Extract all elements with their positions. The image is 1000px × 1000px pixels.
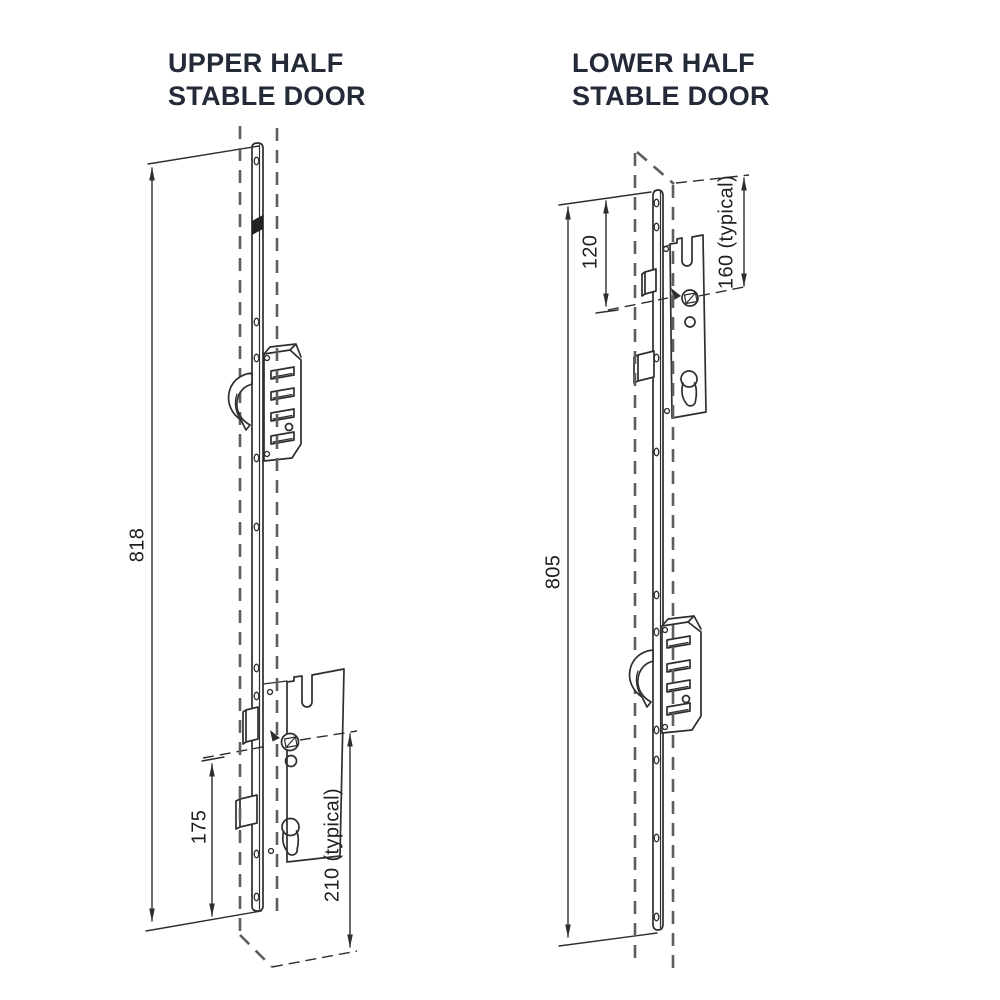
title-line-1: UPPER HALF xyxy=(168,48,344,78)
door-edge-dashed-lines xyxy=(238,126,279,968)
hook-bolt xyxy=(628,649,654,708)
latch-bolt xyxy=(242,706,259,745)
hook-gearbox xyxy=(263,343,302,462)
break-marker xyxy=(252,215,263,235)
lock-case xyxy=(633,234,707,419)
dimension-label: 210 (typical) xyxy=(321,788,343,902)
dimension-175: 175 xyxy=(188,730,358,917)
dead-bolt xyxy=(633,350,655,384)
leader-arrow xyxy=(270,730,280,742)
spindle-hub xyxy=(681,289,699,307)
gearbox-hole xyxy=(681,694,691,704)
lower-half-drawing: 805 120 160 (typical) xyxy=(542,151,750,971)
lower-half-title: LOWER HALF STABLE DOOR xyxy=(572,47,770,113)
dimension-160-typical: 160 (typical) xyxy=(675,174,750,289)
dimension-label: 160 (typical) xyxy=(715,175,737,289)
dimension-label: 805 xyxy=(542,555,564,590)
title-line-1: LOWER HALF xyxy=(572,48,755,78)
euro-cylinder-keyhole xyxy=(680,370,698,388)
dimension-label: 175 xyxy=(188,810,210,845)
euro-cylinder-keyhole xyxy=(281,817,300,837)
faceplate-strip xyxy=(652,189,664,931)
hook-gearbox xyxy=(661,615,702,734)
dimension-805: 805 xyxy=(542,191,658,947)
dimension-label: 120 xyxy=(579,235,601,270)
hook-bolt xyxy=(227,372,253,431)
dimension-818: 818 xyxy=(126,145,262,932)
gearbox-hole xyxy=(284,422,294,432)
fixing-hole xyxy=(284,754,298,768)
fixing-hole xyxy=(684,316,696,328)
latch-bolt xyxy=(641,268,657,297)
dimension-120: 120 xyxy=(579,200,750,314)
dimension-210-typical: 210 (typical) xyxy=(271,733,358,968)
title-line-2: STABLE DOOR xyxy=(572,81,770,111)
door-edge-dashed-lines xyxy=(633,151,675,971)
dimension-label: 818 xyxy=(126,528,148,563)
upper-half-title: UPPER HALF STABLE DOOR xyxy=(168,47,366,113)
title-line-2: STABLE DOOR xyxy=(168,81,366,111)
upper-half-drawing: 818 175 210 (typical) xyxy=(126,126,358,968)
lock-case-plate xyxy=(286,668,345,863)
